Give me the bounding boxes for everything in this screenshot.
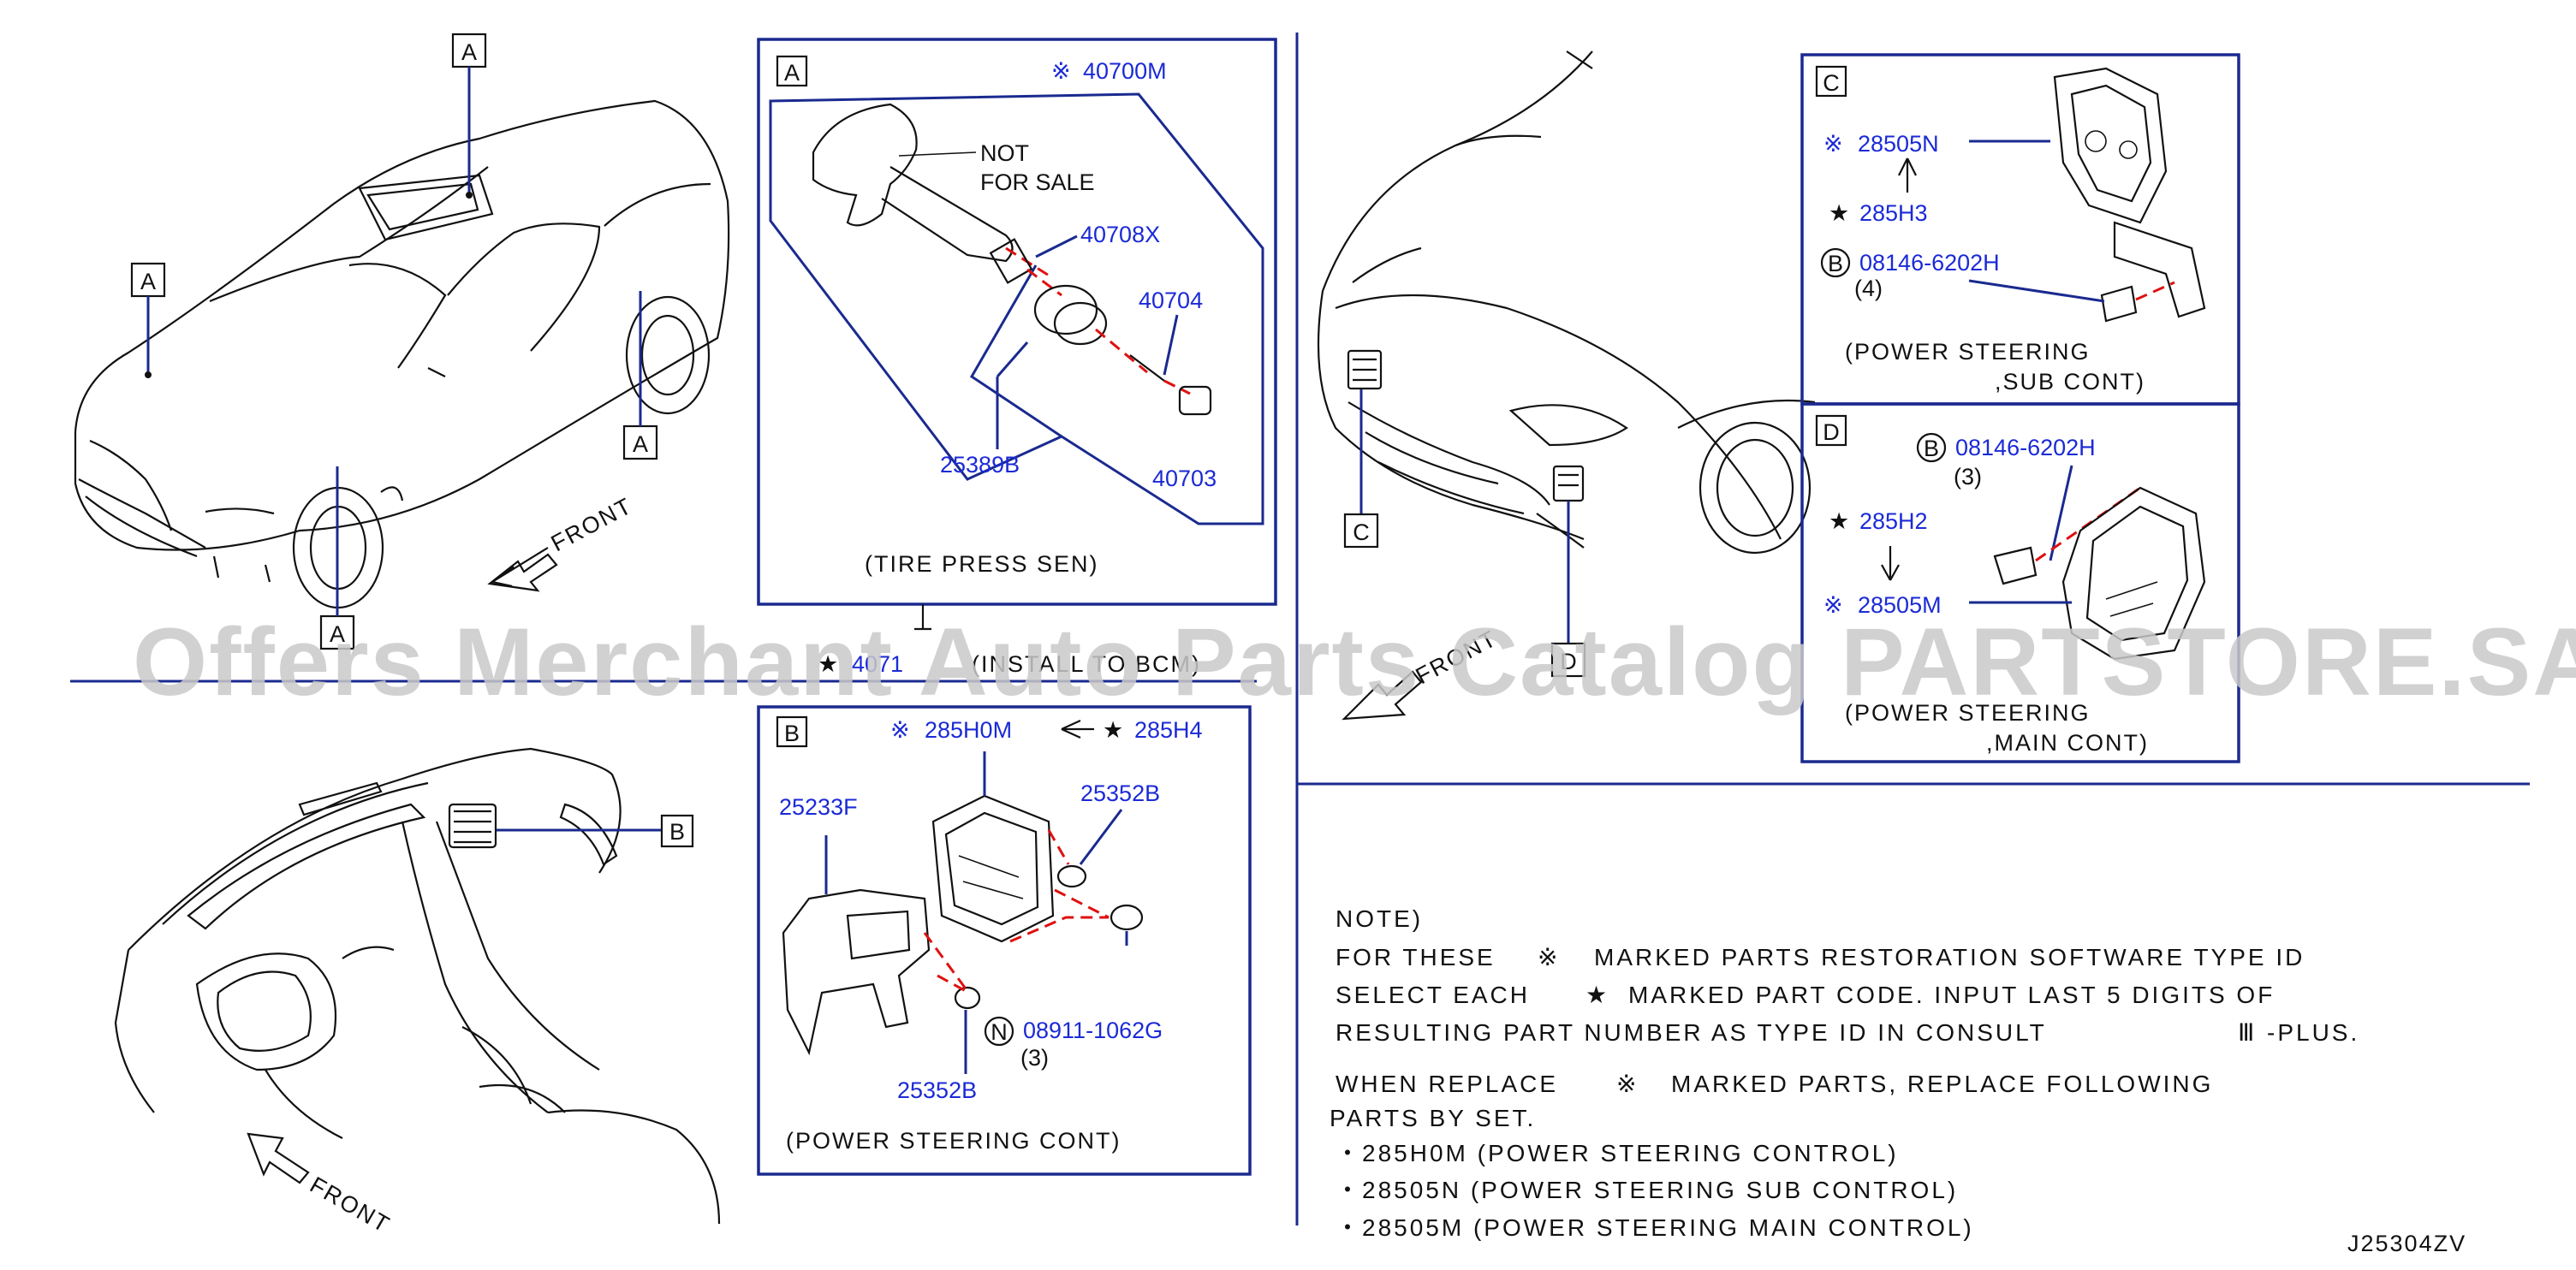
svg-text:25352B: 25352B (1080, 780, 1160, 806)
svg-text:(POWER STEERING: (POWER STEERING (1845, 339, 2091, 365)
svg-text:※: ※ (1538, 944, 1560, 970)
svg-text:(POWER STEERING: (POWER STEERING (1845, 700, 2091, 726)
section-dividers (70, 33, 2530, 1225)
car-exterior-illustration (74, 99, 730, 609)
callout-a-hood: A (130, 262, 166, 378)
svg-text:※: ※ (1823, 131, 1843, 157)
svg-text:40703: 40703 (1152, 466, 1217, 491)
svg-text:40700M: 40700M (1083, 58, 1167, 84)
svg-text:★: ★ (818, 651, 838, 677)
svg-text:FOR THESE: FOR THESE (1336, 944, 1496, 970)
svg-text:★: ★ (1829, 508, 1849, 534)
svg-text:A: A (140, 269, 156, 294)
svg-text:B: B (784, 721, 800, 746)
svg-text:A: A (784, 60, 800, 86)
callout-b: B (497, 814, 694, 848)
svg-text:40708X: 40708X (1080, 222, 1160, 247)
svg-text:C: C (1353, 519, 1370, 545)
svg-text:40704: 40704 (1139, 288, 1203, 313)
svg-text:・28505M (POWER STEERING M: ・28505M (POWER STEERING MAIN CONTROL) (1336, 1214, 1974, 1241)
svg-text:★: ★ (1585, 982, 1609, 1008)
callout-d: D (1550, 501, 1586, 678)
svg-text:A: A (633, 431, 648, 457)
callout-a-front-wheel: A (319, 466, 355, 650)
svg-text:B: B (669, 819, 685, 845)
svg-text:RESULTING PART NUMBER AS T: RESULTING PART NUMBER AS TYPE ID IN CONS… (1336, 1019, 2047, 1046)
svg-text:D: D (1560, 649, 1577, 674)
svg-text:WHEN REPLACE: WHEN REPLACE (1336, 1071, 1558, 1097)
svg-text:,MAIN CONT): ,MAIN CONT) (1986, 730, 2149, 756)
svg-text:FRONT: FRONT (306, 1172, 395, 1237)
svg-text:285H2: 285H2 (1859, 508, 1928, 534)
svg-text:(TIRE PRESS SEN): (TIRE PRESS SEN) (865, 551, 1099, 577)
svg-text:28505N: 28505N (1858, 131, 1939, 157)
svg-text:B: B (1828, 251, 1843, 276)
panel-d-power-steering-main-control: D B 08146-6202H (3) ★ 285H2 ※ 28505M (PO… (1800, 402, 2240, 763)
svg-text:08911-1062G: 08911-1062G (1023, 1018, 1163, 1043)
svg-text:285H3: 285H3 (1859, 200, 1928, 226)
watermark: Offers Merchant Auto Parts Catalog PARTS… (133, 608, 2576, 715)
svg-text:,SUB CONT): ,SUB CONT) (1995, 369, 2145, 395)
svg-text:(4): (4) (1854, 276, 1883, 301)
svg-text:※: ※ (1823, 592, 1843, 618)
svg-text:NOT: NOT (980, 140, 1029, 166)
svg-text:※: ※ (1616, 1071, 1639, 1097)
svg-text:25233F: 25233F (779, 794, 858, 820)
svg-text:4071: 4071 (852, 651, 903, 677)
svg-text:PARTS BY SET.: PARTS BY SET. (1330, 1105, 1536, 1131)
svg-text:25352B: 25352B (897, 1077, 977, 1103)
car-front-illustration (1317, 50, 1816, 555)
svg-text:★: ★ (1829, 200, 1849, 226)
svg-text:MARKED PARTS RESTORATION SO: MARKED PARTS RESTORATION SOFTWARE TYPE I… (1594, 944, 2305, 970)
callout-c: C (1343, 389, 1379, 549)
panel-c-power-steering-sub-control: C ※ 28505N ★ 285H3 B 08146-6202H (4) (PO… (1800, 53, 2240, 406)
svg-text:B: B (1924, 436, 1939, 461)
callout-a-rear-wheel: A (622, 291, 658, 460)
svg-text:MARKED PART CODE. INPUT LA: MARKED PART CODE. INPUT LAST 5 DIGITS OF (1628, 982, 2275, 1008)
front-arrow-bottom: FRONT (247, 1132, 395, 1238)
svg-text:・285H0M (POWER STEERING C: ・285H0M (POWER STEERING CONTROL) (1336, 1140, 1899, 1166)
svg-text:※: ※ (1051, 58, 1071, 84)
svg-text:28505M: 28505M (1858, 592, 1942, 618)
svg-text:FRONT: FRONT (547, 492, 637, 556)
svg-text:285H0M: 285H0M (925, 717, 1012, 743)
callout-a-roof: A (451, 33, 487, 199)
svg-text:D: D (1823, 419, 1840, 445)
svg-text:MARKED PARTS, REPLACE FOLLO: MARKED PARTS, REPLACE FOLLOWING (1671, 1071, 2213, 1097)
notes-section: NOTE) FOR THESE ※ MARKED PARTS RESTORATI… (1330, 905, 2359, 1241)
svg-text:A: A (330, 621, 345, 647)
svg-text:(3): (3) (1020, 1045, 1049, 1071)
svg-text:A: A (461, 39, 477, 65)
svg-text:★: ★ (1103, 717, 1123, 743)
svg-text:・28505N (POWER STEERING S: ・28505N (POWER STEERING SUB CONTROL) (1336, 1177, 1958, 1203)
panel-b-power-steering-control: B ※ 285H0M ★ 285H4 25233F 25352B N 08911… (757, 705, 1252, 1176)
svg-text:08146-6202H: 08146-6202H (1955, 435, 2096, 460)
svg-text:Ⅲ: Ⅲ (2238, 1019, 2257, 1046)
svg-text:(INSTALL TO BCM): (INSTALL TO BCM) (972, 651, 1201, 677)
dashboard-illustration (114, 747, 721, 1225)
diagram-id: J25304ZV (2347, 1231, 2466, 1256)
notes-heading: NOTE) (1336, 905, 1423, 932)
svg-text:25389B: 25389B (940, 452, 1020, 478)
svg-text:C: C (1823, 70, 1840, 96)
svg-text:285H4: 285H4 (1134, 717, 1203, 743)
svg-text:FOR SALE: FOR SALE (980, 169, 1095, 195)
svg-text:N: N (991, 1019, 1008, 1045)
svg-text:(3): (3) (1954, 464, 1982, 490)
svg-text:※: ※ (890, 717, 910, 743)
panel-a-tire-pressure-sensor: A ※ 40700M NOT FOR SALE 40708X 40704 253… (757, 38, 1277, 677)
svg-text:(POWER STEERING CONT): (POWER STEERING CONT) (786, 1128, 1121, 1154)
svg-text:-PLUS.: -PLUS. (2267, 1019, 2359, 1046)
front-arrow-top: FRONT (487, 492, 637, 592)
svg-text:SELECT EACH: SELECT EACH (1336, 982, 1530, 1008)
svg-text:08146-6202H: 08146-6202H (1859, 250, 2000, 276)
